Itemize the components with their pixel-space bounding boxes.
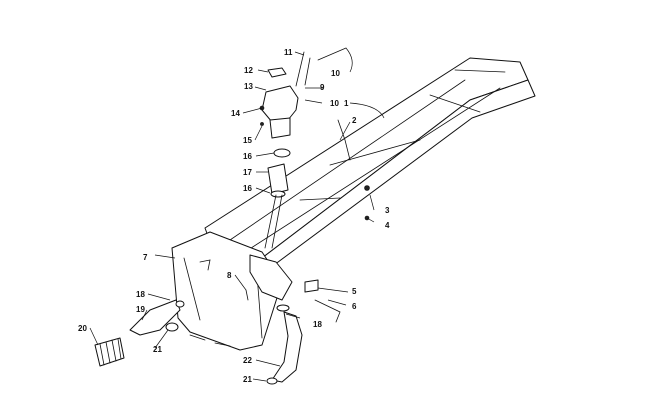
callout-17: 17 — [243, 168, 252, 177]
leader-lines — [89, 47, 385, 382]
callout-11: 11 — [284, 48, 293, 57]
filler-neck-assembly — [261, 47, 347, 198]
inlet-elbow — [94, 299, 185, 367]
callout-10-lower: 10 — [330, 99, 339, 108]
callout-labels: 1 2 3 4 5 6 7 8 9 10 10 11 12 13 14 15 1… — [78, 48, 390, 384]
callout-16-lower: 16 — [243, 184, 252, 193]
heat-exchanger-tunnel — [204, 57, 536, 269]
callout-12: 12 — [244, 66, 253, 75]
callout-21-bottom: 21 — [243, 375, 252, 384]
callout-14: 14 — [231, 109, 240, 118]
callout-15: 15 — [243, 136, 252, 145]
front-heat-exchanger — [171, 231, 293, 351]
callout-22: 22 — [243, 356, 252, 365]
callout-21-left: 21 — [153, 345, 162, 354]
callout-4: 4 — [385, 221, 390, 230]
callout-6: 6 — [352, 302, 357, 311]
bracket-parts — [245, 105, 370, 323]
callout-7: 7 — [143, 253, 148, 262]
filler-tube — [264, 194, 283, 249]
callout-2: 2 — [352, 116, 357, 125]
callout-18-right: 18 — [313, 320, 322, 329]
callout-20: 20 — [78, 324, 87, 333]
callout-1: 1 — [344, 99, 349, 108]
callout-16-upper: 16 — [243, 152, 252, 161]
callout-10-upper: 10 — [331, 69, 340, 78]
callout-5: 5 — [352, 287, 357, 296]
callout-9: 9 — [320, 83, 325, 92]
callout-13: 13 — [244, 82, 253, 91]
callout-19: 19 — [136, 305, 145, 314]
callout-3: 3 — [385, 206, 390, 215]
callout-18-left: 18 — [136, 290, 145, 299]
outlet-hose — [266, 311, 303, 385]
callout-8: 8 — [227, 271, 232, 280]
